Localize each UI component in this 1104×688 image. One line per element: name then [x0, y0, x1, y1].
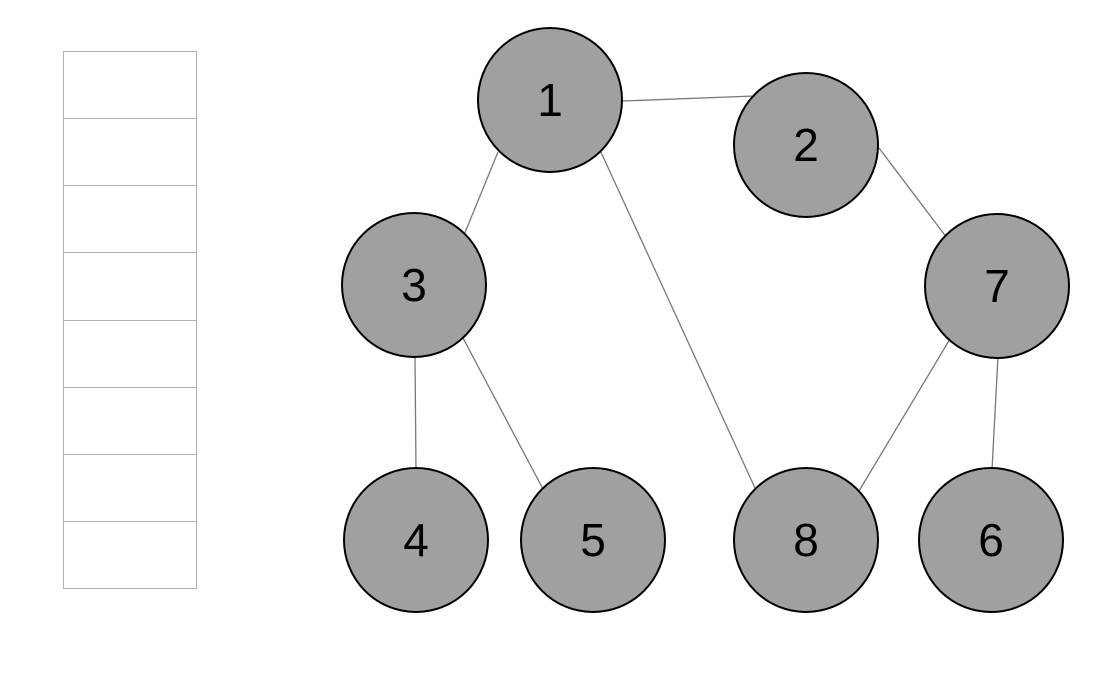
stack-table [63, 51, 197, 589]
graph-node-circle-3 [341, 212, 487, 358]
stack-cell-6 [64, 387, 196, 455]
graph-node-3: 3 [341, 212, 487, 358]
graph-edge-7-6 [991, 355, 999, 471]
graph-edge-1-2 [622, 95, 755, 102]
graph-node-label-7: 7 [984, 260, 1010, 312]
graph-node-7: 7 [924, 213, 1070, 359]
stack-cell-2 [64, 119, 196, 187]
graph-node-6: 6 [918, 467, 1064, 613]
graph-edge-1-8 [599, 149, 756, 489]
graph-node-circle-6 [918, 467, 1064, 613]
stack-cell-8 [64, 521, 196, 588]
graph-node-label-3: 3 [401, 259, 427, 311]
graph-node-circle-8 [733, 467, 879, 613]
graph-node-circle-1 [477, 27, 623, 173]
graph-node-label-1: 1 [537, 74, 563, 126]
graph-node-label-6: 6 [978, 514, 1004, 566]
graph-node-circle-2 [733, 72, 879, 218]
graph-node-label-2: 2 [793, 119, 819, 171]
nodes-layer: 1 2 3 4 5 6 7 8 [341, 27, 1070, 613]
stack-cell-3 [64, 186, 196, 254]
graph-edge-7-8 [858, 338, 951, 492]
graph-node-circle-4 [343, 467, 489, 613]
graph-node-circle-5 [520, 467, 666, 613]
graph-edge-2-7 [878, 147, 948, 239]
graph-node-8: 8 [733, 467, 879, 613]
stack-cell-4 [64, 253, 196, 321]
graph-node-label-8: 8 [793, 514, 819, 566]
stack-cell-5 [64, 320, 196, 388]
edges-layer [414, 95, 999, 492]
graph-node-label-4: 4 [403, 514, 429, 566]
graph-node-4: 4 [343, 467, 489, 613]
graph-node-1: 1 [477, 27, 623, 173]
graph-node-2: 2 [733, 72, 879, 218]
stack-cell-1 [64, 52, 196, 120]
graph-edge-3-4 [414, 355, 417, 470]
stack-cell-7 [64, 454, 196, 522]
graph-edge-3-5 [462, 337, 544, 490]
graph-edge-1-3 [463, 151, 499, 236]
graph-node-5: 5 [520, 467, 666, 613]
graph-node-circle-7 [924, 213, 1070, 359]
graph-node-label-5: 5 [580, 514, 606, 566]
